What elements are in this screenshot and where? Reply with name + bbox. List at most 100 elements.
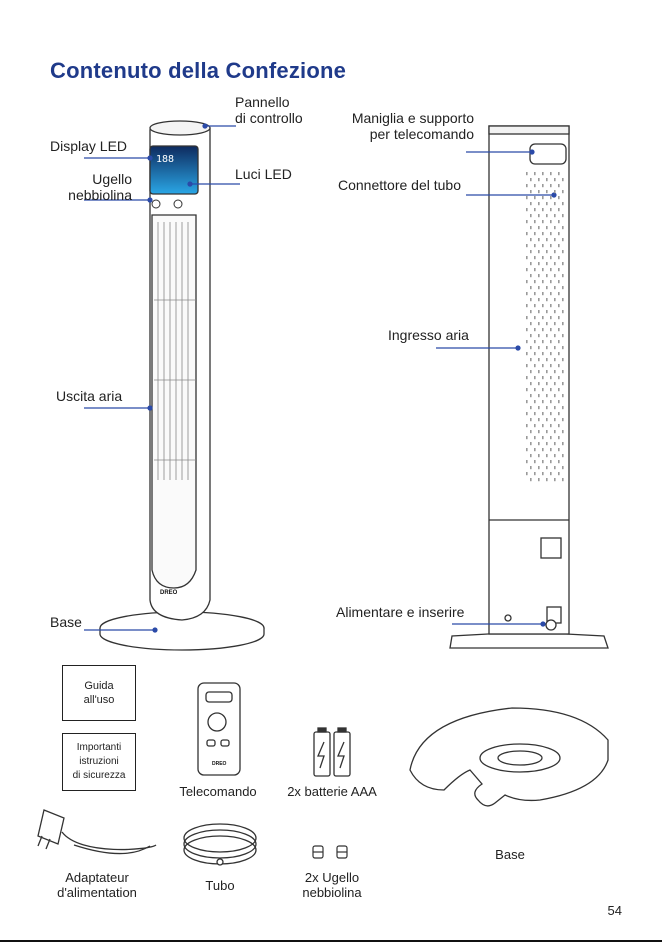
inlet-hole (554, 430, 556, 434)
caption-adapter: Adaptateur d'alimentation (57, 870, 137, 900)
inlet-hole (550, 316, 552, 320)
inlet-hole (558, 364, 560, 368)
inlet-hole (562, 394, 564, 398)
inlet-hole (538, 370, 540, 374)
inlet-hole (558, 436, 560, 440)
tower-grille (154, 222, 196, 480)
inlet-hole (558, 172, 560, 176)
inlet-hole (550, 256, 552, 260)
inlet-hole (554, 238, 556, 242)
inlet-hole (530, 214, 532, 218)
inlet-hole (534, 376, 536, 380)
inlet-hole (534, 196, 536, 200)
inlet-hole (562, 298, 564, 302)
inlet-hole (534, 460, 536, 464)
inlet-hole (542, 256, 544, 260)
inlet-hole (534, 184, 536, 188)
inlet-hole (554, 370, 556, 374)
inlet-hole (554, 178, 556, 182)
inlet-hole (558, 220, 560, 224)
inlet-hole (546, 430, 548, 434)
inlet-hole (530, 298, 532, 302)
inlet-hole (530, 310, 532, 314)
inlet-hole (562, 334, 564, 338)
inlet-hole (554, 394, 556, 398)
inlet-hole (550, 424, 552, 428)
label-air-outlet: Uscita aria (56, 388, 123, 404)
inlet-hole (558, 400, 560, 404)
inlet-hole (538, 478, 540, 482)
inlet-hole (546, 298, 548, 302)
inlet-hole (526, 280, 528, 284)
inlet-hole (550, 184, 552, 188)
remote-brand: DREO (212, 761, 227, 767)
inlet-hole (562, 274, 564, 278)
inlet-hole (550, 340, 552, 344)
inlet-hole (526, 172, 528, 176)
inlet-hole (530, 274, 532, 278)
inlet-hole (542, 388, 544, 392)
inlet-hole (530, 286, 532, 290)
inlet-hole (554, 202, 556, 206)
inlet-hole (554, 466, 556, 470)
label-base: Base (50, 614, 82, 630)
inlet-hole (546, 478, 548, 482)
inlet-hole (558, 232, 560, 236)
inlet-hole (546, 274, 548, 278)
inlet-hole (546, 214, 548, 218)
inlet-hole (558, 304, 560, 308)
label-mist-nozzle: Ugello nebbiolina (68, 171, 132, 203)
inlet-hole (554, 190, 556, 194)
inlet-hole (558, 388, 560, 392)
inlet-hole (530, 478, 532, 482)
inlet-hole (546, 442, 548, 446)
inlet-hole (550, 244, 552, 248)
label-led-display: Display LED (50, 138, 128, 154)
inlet-hole (546, 250, 548, 254)
footer-rule (0, 940, 662, 942)
inlet-hole (562, 310, 564, 314)
inlet-hole (526, 220, 528, 224)
inlet-hole (546, 286, 548, 290)
inlet-hole (526, 244, 528, 248)
inlet-hole (526, 424, 528, 428)
inlet-hole (562, 322, 564, 326)
inlet-hole (538, 334, 540, 338)
inlet-hole (530, 334, 532, 338)
inlet-hole (550, 388, 552, 392)
inlet-hole (562, 250, 564, 254)
inlet-hole (562, 466, 564, 470)
inlet-hole (526, 388, 528, 392)
inlet-hole (542, 220, 544, 224)
inlet-hole (526, 316, 528, 320)
inlet-hole (562, 358, 564, 362)
inlet-hole (542, 292, 544, 296)
inlet-hole (542, 232, 544, 236)
inlet-hole (554, 298, 556, 302)
inlet-hole (538, 430, 540, 434)
inlet-hole (538, 250, 540, 254)
inlet-hole (542, 412, 544, 416)
inlet-hole (558, 472, 560, 476)
inlet-hole (554, 274, 556, 278)
inlet-hole (546, 370, 548, 374)
inlet-hole (542, 364, 544, 368)
inlet-hole (526, 292, 528, 296)
inlet-hole (538, 214, 540, 218)
inlet-hole (558, 328, 560, 332)
inlet-hole (534, 304, 536, 308)
inlet-hole (542, 244, 544, 248)
inlet-hole (538, 226, 540, 230)
inlet-hole (526, 460, 528, 464)
inlet-hole (554, 322, 556, 326)
inlet-hole (534, 424, 536, 428)
inlet-hole (530, 262, 532, 266)
inlet-hole (534, 472, 536, 476)
inlet-hole (526, 448, 528, 452)
inlet-hole (542, 376, 544, 380)
inlet-hole (562, 382, 564, 386)
inlet-hole (550, 328, 552, 332)
inlet-hole (558, 460, 560, 464)
inlet-hole (554, 358, 556, 362)
inlet-hole (554, 406, 556, 410)
